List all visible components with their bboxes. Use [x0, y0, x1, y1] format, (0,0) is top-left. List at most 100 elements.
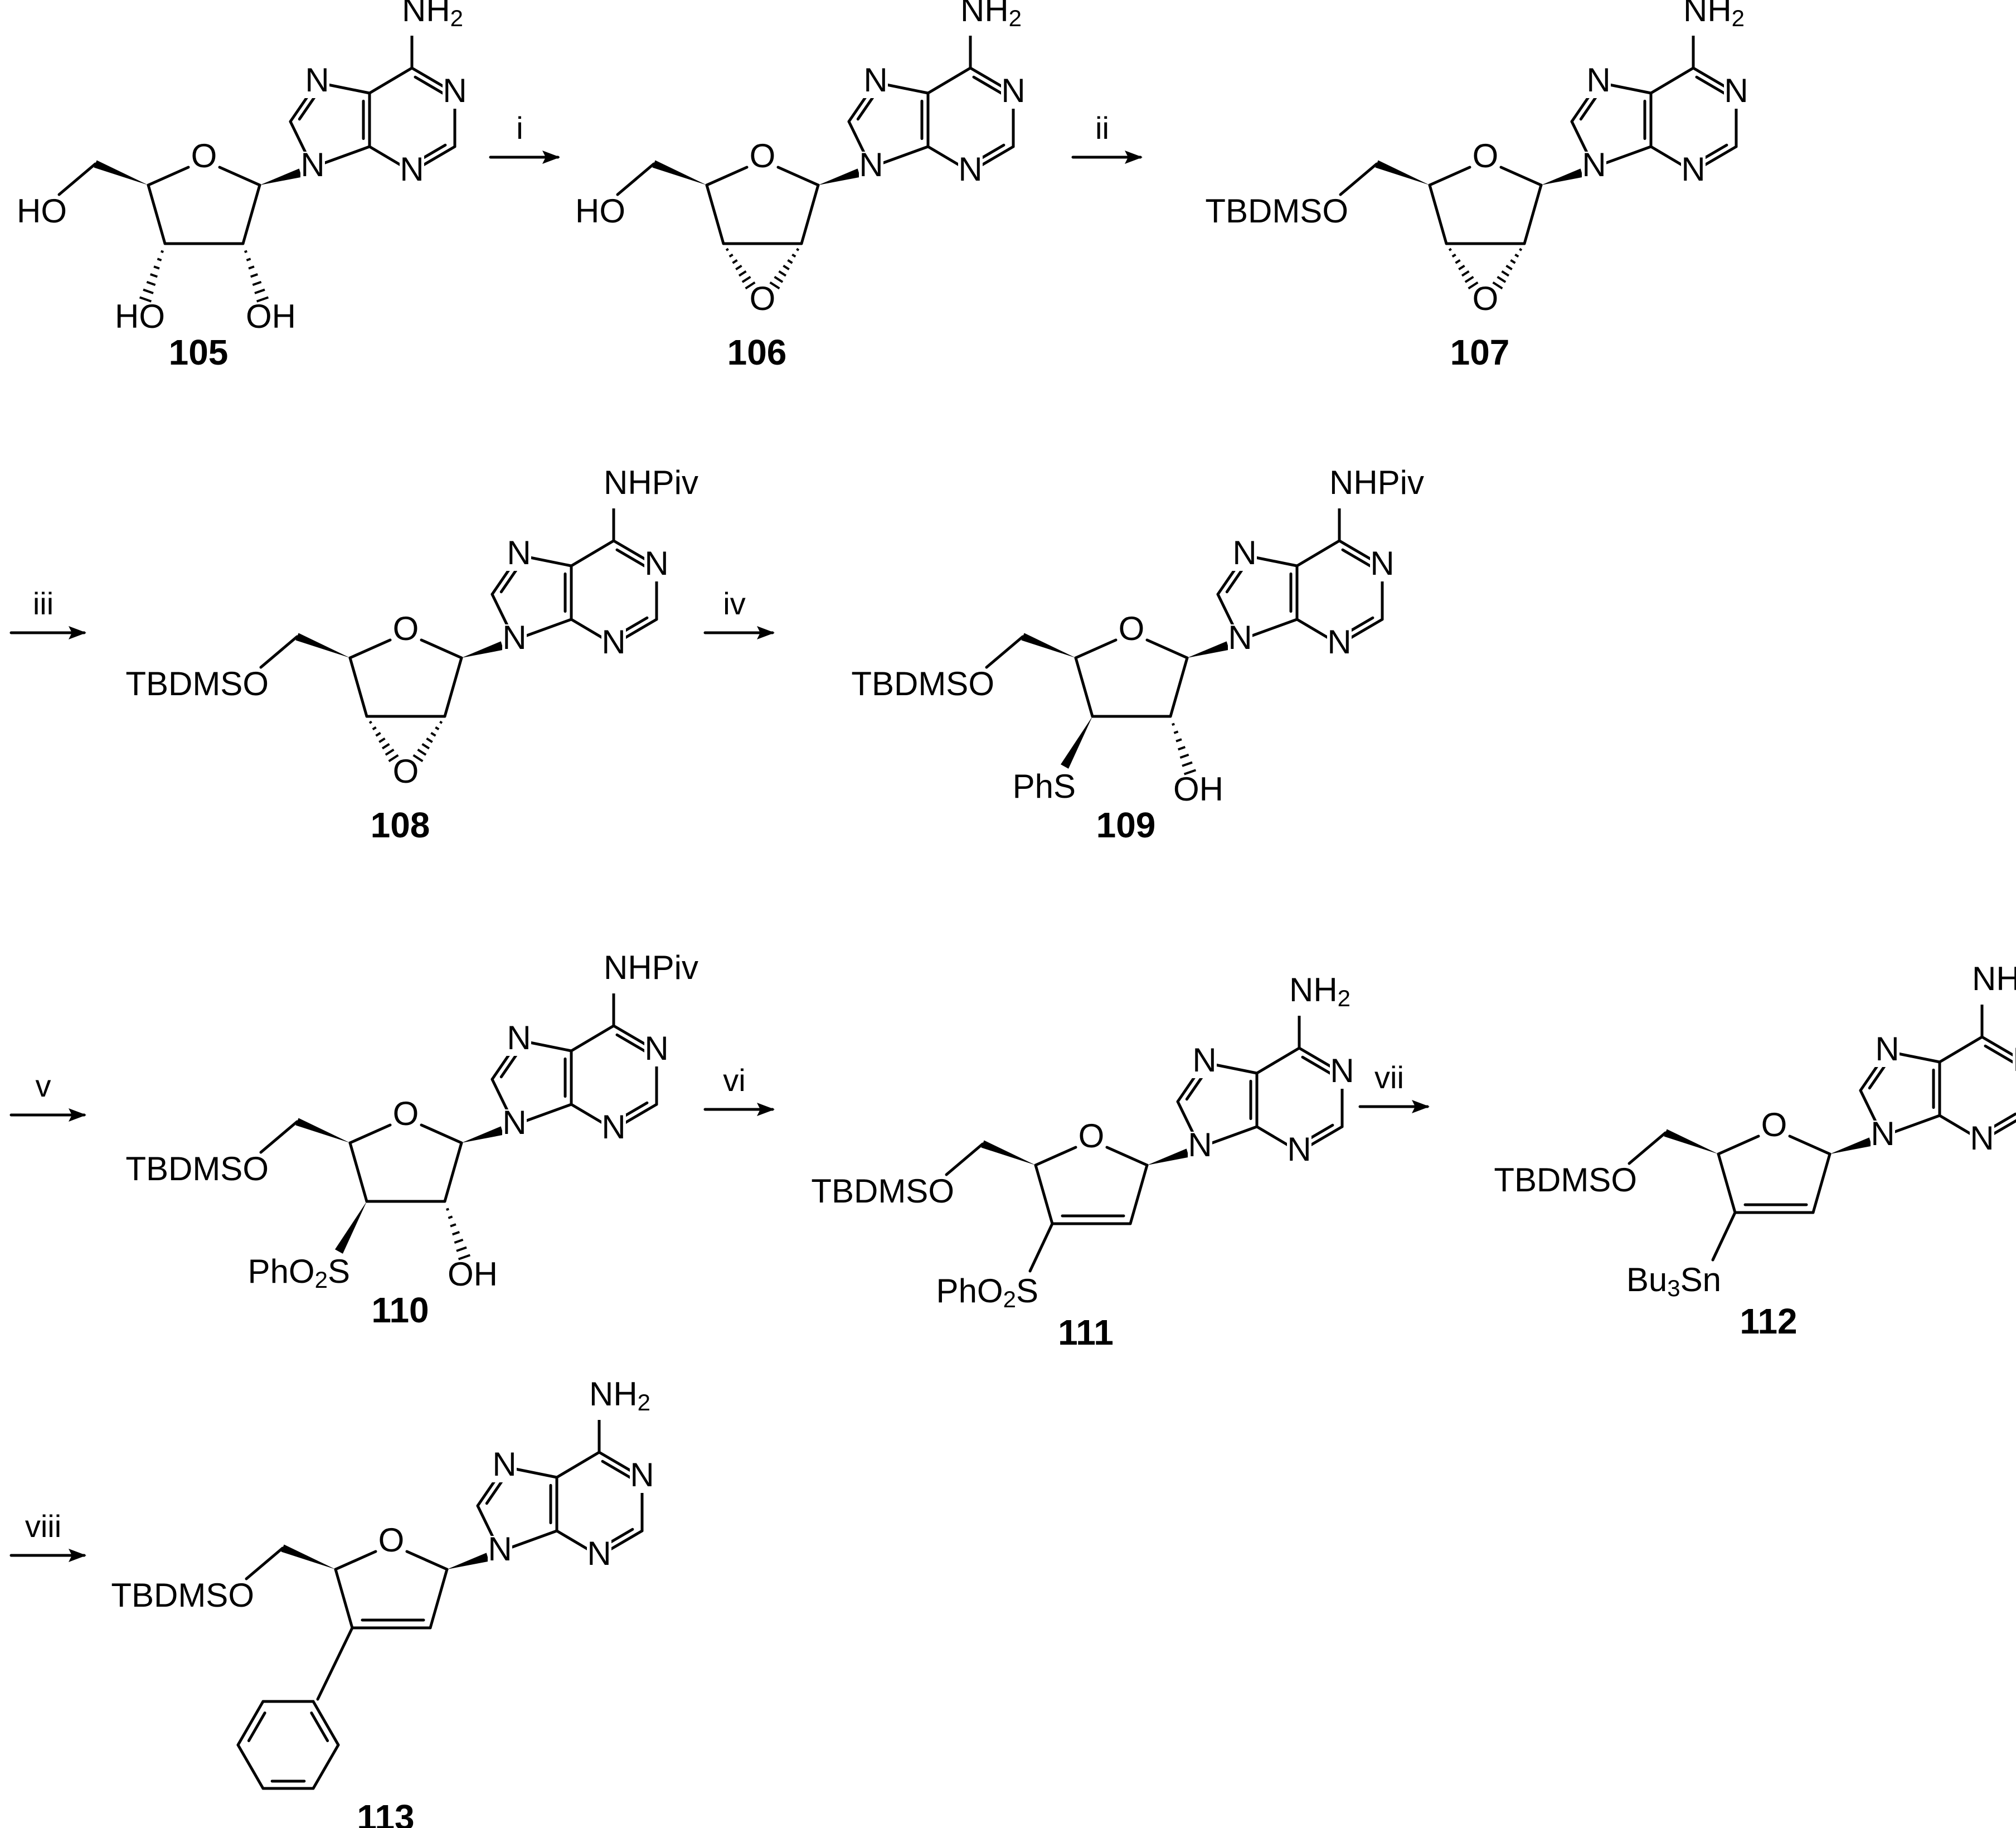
hash-stroke [1182, 761, 1193, 767]
hash-stroke [248, 265, 255, 270]
arrow-head [1412, 1100, 1430, 1113]
hash-stroke [372, 726, 377, 731]
bond [972, 75, 1005, 96]
hash-stroke [450, 1223, 456, 1228]
bond [310, 1711, 329, 1742]
hash-stroke [1451, 253, 1456, 258]
compound-number: 109 [1096, 805, 1156, 845]
hash-stroke [1173, 730, 1179, 734]
n1-label: N [644, 1030, 668, 1067]
amine-group-label: NHPiv [604, 949, 698, 986]
reaction-arrow-4: iv [703, 586, 775, 639]
bond [443, 656, 463, 718]
bond [1811, 1152, 1832, 1214]
n3-label: N [1287, 1131, 1311, 1168]
n7-label: N [863, 61, 887, 99]
hash-stroke [1492, 281, 1503, 290]
bond [348, 1141, 368, 1203]
n9-label: N [502, 1104, 526, 1141]
compound-number: 113 [357, 1797, 414, 1828]
reagent-label: vi [723, 1063, 745, 1098]
reagent-label: viii [25, 1509, 61, 1544]
hash-stroke [725, 248, 729, 251]
hash-stroke [796, 248, 800, 251]
compound-number: 108 [371, 805, 430, 845]
hash-stroke [381, 743, 390, 750]
hash-stroke [1510, 259, 1516, 264]
bond [1034, 1163, 1054, 1225]
hash-stroke [783, 264, 790, 270]
c2-substituent-label: OH [448, 1255, 498, 1293]
hash-stroke [368, 720, 372, 724]
hash-stroke [143, 288, 154, 294]
bond [1301, 1055, 1334, 1077]
bond [615, 1033, 649, 1054]
c5-substituent-label: TBDMSO [125, 665, 269, 702]
bond [1145, 638, 1189, 660]
c2-hashed-bond [446, 1208, 471, 1260]
bond [1339, 162, 1378, 196]
n9-label: N [1582, 146, 1606, 183]
n9-label: N [488, 1530, 512, 1568]
bond [1980, 1035, 2016, 1059]
phenyl-ring [236, 1700, 340, 1790]
hash-stroke [728, 253, 733, 258]
label-mask [1330, 1058, 1354, 1089]
label-mask [1288, 980, 1383, 1016]
c3-wedge-bond [1061, 716, 1092, 769]
phenyl-attachment-bond [316, 1626, 354, 1701]
label-mask [400, 156, 424, 187]
amine-group-label: NH2 [589, 1375, 650, 1415]
n3-label: N [601, 1108, 625, 1146]
label-mask [859, 152, 883, 183]
label-mask [502, 1109, 527, 1141]
n3-label: N [587, 1535, 611, 1572]
c5-substituent-label: TBDMSO [1205, 192, 1348, 230]
hash-stroke [139, 296, 152, 303]
label-mask [300, 152, 325, 183]
bond [1628, 1131, 1667, 1165]
hash-stroke [454, 1238, 464, 1244]
bond [1341, 548, 1374, 569]
hash-stroke [1458, 264, 1465, 270]
hash-stroke [1455, 259, 1461, 264]
n1-label: N [630, 1456, 654, 1494]
c4-wedge-bond [295, 633, 350, 658]
hash-stroke [1464, 275, 1474, 283]
bond [218, 166, 261, 187]
bond [705, 183, 725, 245]
n3-label: N [1327, 623, 1351, 661]
label-mask [1681, 156, 1706, 187]
hash-stroke [388, 754, 399, 763]
n1-label: N [2013, 1041, 2016, 1078]
reagent-label: iii [33, 586, 54, 621]
reaction-arrow-1: i [489, 110, 560, 164]
c4-wedge-bond [981, 1140, 1036, 1165]
bond [1717, 1152, 1737, 1214]
hash-stroke [448, 1215, 453, 1219]
hash-stroke [157, 258, 162, 261]
hash-stroke [1468, 281, 1479, 290]
n3-label: N [400, 151, 424, 188]
c2-substituent-label: OH [246, 298, 296, 335]
bond [368, 66, 414, 95]
hash-stroke [1505, 264, 1513, 270]
hash-stroke [1497, 275, 1507, 283]
c5-substituent-label: TBDMSO [125, 1150, 269, 1187]
label-mask [1232, 540, 1257, 571]
label-mask [507, 540, 531, 571]
n3-label: N [1970, 1119, 1994, 1157]
bond [1295, 539, 1341, 568]
c2-substituent-label: OH [1173, 770, 1223, 808]
epoxide-hashed-bond [412, 720, 443, 763]
bond [236, 1700, 265, 1747]
ring-oxygen-label: O [378, 1521, 405, 1559]
bond [1105, 1146, 1149, 1167]
